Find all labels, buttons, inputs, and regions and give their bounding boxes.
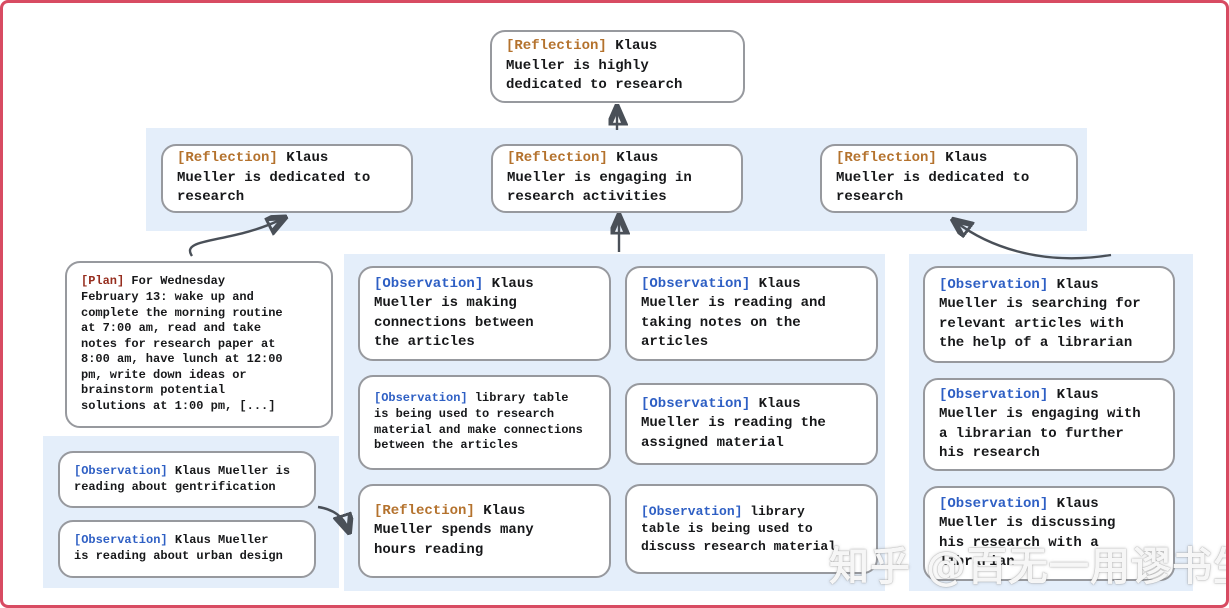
node-observation-taking-notes: [Observation] Klaus Mueller is reading a… — [625, 266, 878, 361]
node-text: [Observation] Klaus Mueller is searching… — [939, 276, 1141, 354]
node-plan: [Plan] For Wednesday February 13: wake u… — [65, 261, 333, 428]
observation-tag: [Observation] — [641, 503, 743, 519]
node-body: library table is being used to discuss r… — [641, 503, 837, 554]
node-text: [Observation] Klaus Mueller is reading t… — [641, 395, 826, 454]
observation-tag: [Observation] — [939, 495, 1049, 512]
node-body: For Wednesday February 13: wake up and c… — [81, 274, 283, 414]
reflection-tag: [Reflection] — [836, 150, 937, 167]
node-body: Klaus Mueller is highly dedicated to res… — [506, 38, 683, 94]
observation-tag: [Observation] — [641, 395, 751, 412]
node-observation-library-table-discuss: [Observation] library table is being use… — [625, 484, 878, 574]
node-text: [Reflection] Klaus Mueller spends many h… — [374, 502, 534, 561]
node-text: [Reflection] Klaus Mueller is highly ded… — [506, 37, 682, 96]
node-body: Klaus Mueller spends many hours reading — [374, 502, 534, 558]
node-observation-urban-design: [Observation] Klaus Mueller is reading a… — [58, 520, 316, 578]
zhihu-watermark: 知乎 @百无一用谬书生 — [829, 544, 1229, 590]
node-reflection-row2-1: [Reflection] Klaus Mueller is dedicated … — [161, 144, 413, 213]
node-reflection-row2-2: [Reflection] Klaus Mueller is engaging i… — [491, 144, 743, 213]
node-text: [Observation] library table is being use… — [641, 503, 836, 556]
node-body: Klaus Mueller is reading about urban des… — [74, 533, 283, 563]
node-text: [Observation] Klaus Mueller is reading a… — [641, 275, 826, 353]
node-observation-assigned-material: [Observation] Klaus Mueller is reading t… — [625, 383, 878, 465]
observation-tag: [Observation] — [939, 276, 1049, 293]
node-observation-engaging-librarian: [Observation] Klaus Mueller is engaging … — [923, 378, 1175, 471]
node-body: Klaus Mueller is dedicated to research — [177, 150, 371, 206]
reflection-tag: [Reflection] — [506, 38, 607, 55]
node-text: [Observation] library table is being use… — [374, 391, 583, 453]
node-observation-discussing-research: [Observation] Klaus Mueller is discussin… — [923, 486, 1175, 581]
reflection-tag: [Reflection] — [177, 150, 278, 167]
node-observation-library-table-research: [Observation] library table is being use… — [358, 375, 611, 470]
plan-tag: [Plan] — [81, 274, 125, 289]
observation-tag: [Observation] — [641, 275, 751, 292]
node-body: Klaus Mueller is engaging with a librari… — [939, 386, 1141, 462]
node-body: library table is being used to research … — [374, 391, 583, 453]
node-observation-making-connections: [Observation] Klaus Mueller is making co… — [358, 266, 611, 361]
observation-tag: [Observation] — [74, 533, 168, 548]
reflection-tag: [Reflection] — [507, 150, 608, 167]
node-body: Klaus Mueller is reading and taking note… — [641, 275, 826, 351]
observation-tag: [Observation] — [374, 275, 484, 292]
node-text: [Plan] For Wednesday February 13: wake u… — [81, 274, 283, 414]
observation-tag: [Observation] — [939, 386, 1049, 403]
node-text: [Observation] Klaus Mueller is reading a… — [74, 464, 290, 495]
node-text: [Reflection] Klaus Mueller is dedicated … — [836, 149, 1029, 208]
node-body: Klaus Mueller is discussing his research… — [939, 495, 1116, 571]
node-reflection-top: [Reflection] Klaus Mueller is highly ded… — [490, 30, 745, 103]
node-reflection-row2-3: [Reflection] Klaus Mueller is dedicated … — [820, 144, 1078, 213]
node-body: Klaus Mueller is searching for relevant … — [939, 276, 1141, 352]
node-body: Klaus Mueller is making connections betw… — [374, 275, 534, 351]
node-text: [Observation] Klaus Mueller is reading a… — [74, 533, 283, 564]
node-observation-gentrification: [Observation] Klaus Mueller is reading a… — [58, 451, 316, 508]
node-body: Klaus Mueller is reading the assigned ma… — [641, 395, 826, 451]
node-text: [Reflection] Klaus Mueller is engaging i… — [507, 149, 692, 208]
node-observation-searching-articles: [Observation] Klaus Mueller is searching… — [923, 266, 1175, 363]
reflection-tag: [Reflection] — [374, 502, 475, 519]
node-text: [Observation] Klaus Mueller is making co… — [374, 275, 534, 353]
node-text: [Reflection] Klaus Mueller is dedicated … — [177, 149, 370, 208]
node-reflection-hours-reading: [Reflection] Klaus Mueller spends many h… — [358, 484, 611, 578]
node-text: [Observation] Klaus Mueller is engaging … — [939, 386, 1141, 464]
observation-tag: [Observation] — [74, 463, 168, 478]
node-body: Klaus Mueller is dedicated to research — [836, 150, 1030, 206]
node-text: [Observation] Klaus Mueller is discussin… — [939, 495, 1115, 573]
node-body: Klaus Mueller is reading about gentrific… — [74, 463, 291, 494]
observation-tag: [Observation] — [374, 391, 468, 406]
node-body: Klaus Mueller is engaging in research ac… — [507, 150, 692, 206]
